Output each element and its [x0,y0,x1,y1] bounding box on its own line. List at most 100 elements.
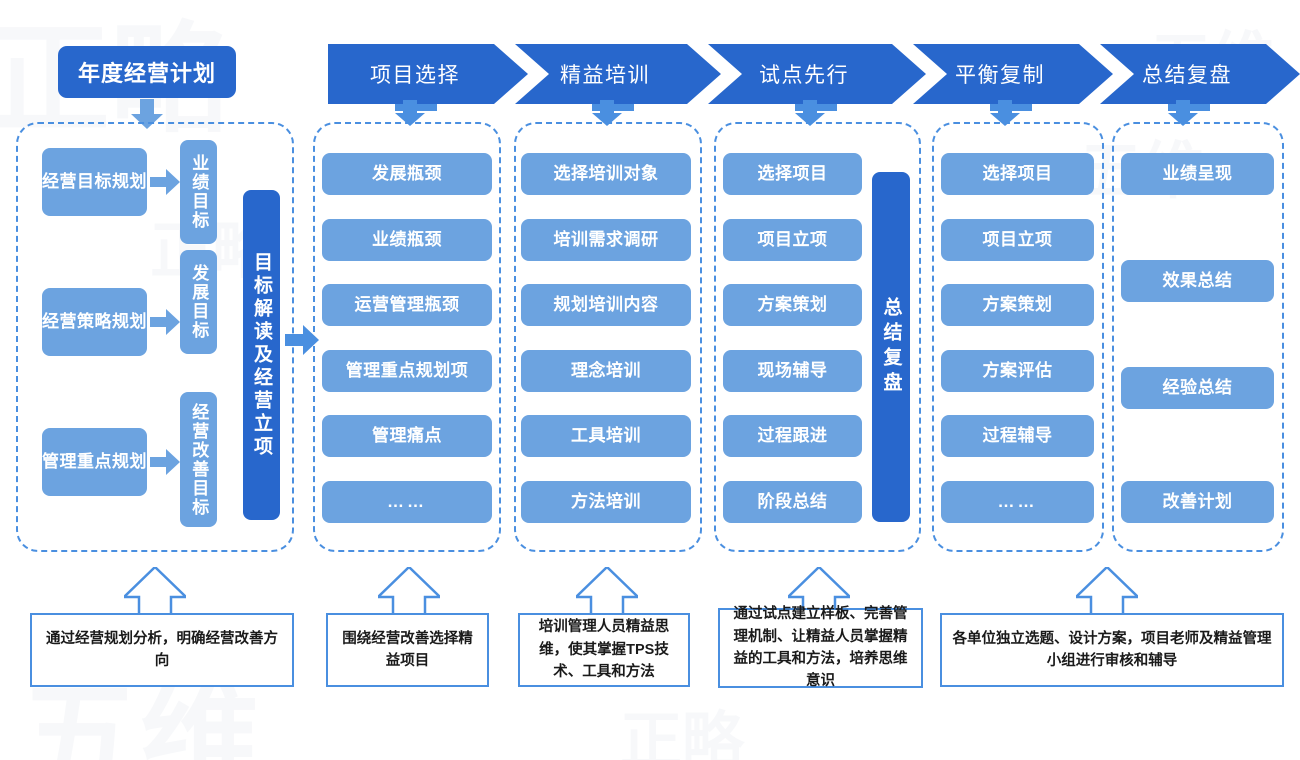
caption-box-1: 通过经营规划分析，明确经营改善方向 [30,613,294,687]
column-5-container [932,122,1104,552]
col6-item-2[interactable]: 经验总结 [1121,367,1274,409]
arrow-down-icon [795,100,825,126]
arrow-right-icon [285,325,319,355]
col3-item-2[interactable]: 规划培训内容 [521,284,691,326]
watermark: 正略 [620,704,745,760]
col4-summary-bar[interactable]: 总结复盘 [872,172,910,522]
arrow-up-icon [788,567,850,619]
col1-goal-2[interactable]: 经营改善目标 [180,392,217,527]
annual-plan-title-chip[interactable]: 年度经营计划 [58,46,236,98]
col2-item-5[interactable]: …… [322,481,492,523]
arrow-up-icon [378,567,440,619]
col4-item-3[interactable]: 现场辅导 [723,350,862,392]
col1-goal-1[interactable]: 发展目标 [180,250,217,354]
col5-item-2[interactable]: 方案策划 [941,284,1094,326]
col1-plan-2-label: 管理重点规划 [42,452,147,472]
col4-item-2-label: 方案策划 [757,295,828,315]
column-2-container [313,122,501,552]
col2-item-4-label: 管理痛点 [372,426,442,446]
arrow-right-icon [150,309,180,335]
col3-item-5[interactable]: 方法培训 [521,481,691,523]
arrow-down-icon [592,100,622,126]
column-6-container [1112,122,1284,552]
col5-item-0[interactable]: 选择项目 [941,153,1094,195]
header-step-3-label: 试点先行 [759,64,849,87]
col2-item-5-label: …… [387,492,427,512]
arrow-down-icon [395,100,425,126]
col3-item-3-label: 理念培训 [571,361,641,381]
header-step-1-label: 项目选择 [370,64,460,87]
header-step-5[interactable]: 总结复盘 [1100,44,1300,104]
col6-item-2-label: 经验总结 [1162,378,1233,398]
col1-summary-bar[interactable]: 目标解读及经营立项 [243,190,280,520]
col2-item-0[interactable]: 发展瓶颈 [322,153,492,195]
col3-item-2-label: 规划培训内容 [553,295,659,315]
col5-item-0-label: 选择项目 [982,164,1053,184]
col6-item-3-label: 改善计划 [1162,492,1233,512]
col4-item-0-label: 选择项目 [757,164,828,184]
col1-plan-1-label: 经营策略规划 [42,312,147,332]
col4-item-1-label: 项目立项 [757,230,828,250]
col3-item-0[interactable]: 选择培训对象 [521,153,691,195]
caption-1-text: 通过经营规划分析，明确经营改善方向 [46,630,278,669]
col1-plan-1[interactable]: 经营策略规划 [42,288,147,356]
header-step-3[interactable]: 试点先行 [708,44,926,104]
arrow-up-icon [576,567,638,619]
col3-item-1-label: 培训需求调研 [553,230,659,250]
header-step-1[interactable]: 项目选择 [328,44,528,104]
col2-item-2[interactable]: 运营管理瓶颈 [322,284,492,326]
col5-item-5[interactable]: …… [941,481,1094,523]
col1-plan-0[interactable]: 经营目标规划 [42,148,147,216]
col2-item-1[interactable]: 业绩瓶颈 [322,219,492,261]
caption-box-4: 通过试点建立样板、完善管理机制、让精益人员掌握精益的工具和方法，培养思维意识 [718,606,923,689]
header-step-5-label: 总结复盘 [1142,64,1232,87]
col5-item-4[interactable]: 过程辅导 [941,415,1094,457]
arrow-down-icon [990,100,1020,126]
col3-item-1[interactable]: 培训需求调研 [521,219,691,261]
col3-item-4[interactable]: 工具培训 [521,415,691,457]
column-3-container [514,122,702,552]
col2-item-3-label: 管理重点规划项 [345,361,469,381]
header-step-4[interactable]: 平衡复制 [913,44,1113,104]
col5-item-1[interactable]: 项目立项 [941,219,1094,261]
col6-item-0-label: 业绩呈现 [1162,164,1233,184]
col1-goal-0[interactable]: 业绩目标 [180,140,217,244]
col4-item-4[interactable]: 过程跟进 [723,415,862,457]
col5-item-3-label: 方案评估 [982,361,1053,381]
caption-box-3: 培训管理人员精益思维，使其掌握TPS技术、工具和方法 [518,613,690,687]
col2-item-3[interactable]: 管理重点规划项 [322,350,492,392]
col1-goal-0-label: 业绩目标 [189,154,209,230]
col1-goal-1-label: 发展目标 [189,264,209,340]
header-step-4-label: 平衡复制 [955,64,1045,87]
col4-item-4-label: 过程跟进 [757,426,828,446]
header-step-2[interactable]: 精益培训 [515,44,721,104]
col5-item-2-label: 方案策划 [982,295,1053,315]
col3-item-0-label: 选择培训对象 [553,164,659,184]
col6-item-1[interactable]: 效果总结 [1121,260,1274,302]
caption-box-5: 各单位独立选题、设计方案，项目老师及精益管理小组进行审核和辅导 [940,613,1284,687]
col5-item-1-label: 项目立项 [982,230,1053,250]
col5-item-3[interactable]: 方案评估 [941,350,1094,392]
arrow-up-icon [124,567,186,619]
col6-item-1-label: 效果总结 [1162,271,1233,291]
col2-item-4[interactable]: 管理痛点 [322,415,492,457]
col5-item-4-label: 过程辅导 [982,426,1053,446]
col2-item-1-label: 业绩瓶颈 [372,230,442,250]
col4-item-2[interactable]: 方案策划 [723,284,862,326]
col4-item-5[interactable]: 阶段总结 [723,481,862,523]
col3-item-3[interactable]: 理念培训 [521,350,691,392]
col1-goal-2-label: 经营改善目标 [189,402,209,517]
col1-plan-0-label: 经营目标规划 [42,172,147,192]
col4-summary-bar-label: 总结复盘 [880,297,902,397]
arrow-right-icon [150,449,180,475]
col1-summary-bar-label: 目标解读及经营立项 [251,251,272,459]
col6-item-0[interactable]: 业绩呈现 [1121,153,1274,195]
col4-item-0[interactable]: 选择项目 [723,153,862,195]
col4-item-1[interactable]: 项目立项 [723,219,862,261]
arrow-down-icon [131,99,163,129]
col6-item-3[interactable]: 改善计划 [1121,481,1274,523]
col1-plan-2[interactable]: 管理重点规划 [42,428,147,496]
caption-4-text: 通过试点建立样板、完善管理机制、让精益人员掌握精益的工具和方法，培养思维意识 [733,606,908,690]
col3-item-4-label: 工具培训 [571,426,641,446]
